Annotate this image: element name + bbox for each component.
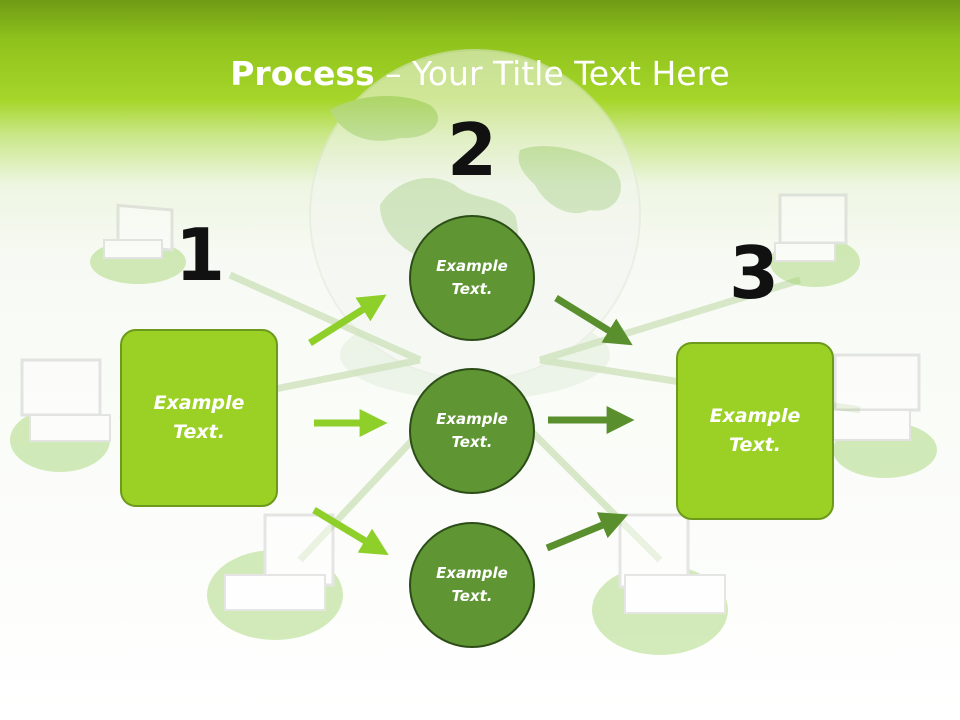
step-number-2: 2: [446, 108, 498, 192]
step-1-box: Example Text.: [120, 329, 278, 507]
laptop-icon: [770, 193, 860, 287]
page-title: Process – Your Title Text Here: [0, 52, 960, 96]
laptop-icon: [831, 353, 937, 478]
step-3-text: Example Text.: [709, 405, 801, 456]
arrow-1-to-top: [308, 294, 387, 346]
laptop-icon: [10, 358, 111, 472]
step-2-circle-bottom: Example Text.: [409, 522, 535, 648]
step-number-3: 3: [728, 231, 780, 315]
circle-middle-text: Example Text.: [436, 410, 508, 451]
title-rest: – Your Title Text Here: [374, 54, 730, 93]
laptop-icon: [90, 203, 186, 284]
arrow-1-to-bottom: [312, 507, 389, 556]
laptop-icon: [207, 513, 343, 640]
arrow-top-to-3: [554, 295, 633, 346]
arrow-bottom-to-3: [545, 512, 629, 552]
laptop-icon: [592, 513, 728, 655]
step-1-text: Example Text.: [153, 392, 245, 443]
step-3-box: Example Text.: [676, 342, 834, 520]
circle-bottom-text: Example Text.: [436, 564, 508, 605]
step-2-circle-top: Example Text.: [409, 215, 535, 341]
circle-top-text: Example Text.: [436, 257, 508, 298]
step-2-circle-middle: Example Text.: [409, 368, 535, 494]
title-bold: Process: [230, 54, 375, 93]
step-number-1: 1: [174, 213, 226, 297]
